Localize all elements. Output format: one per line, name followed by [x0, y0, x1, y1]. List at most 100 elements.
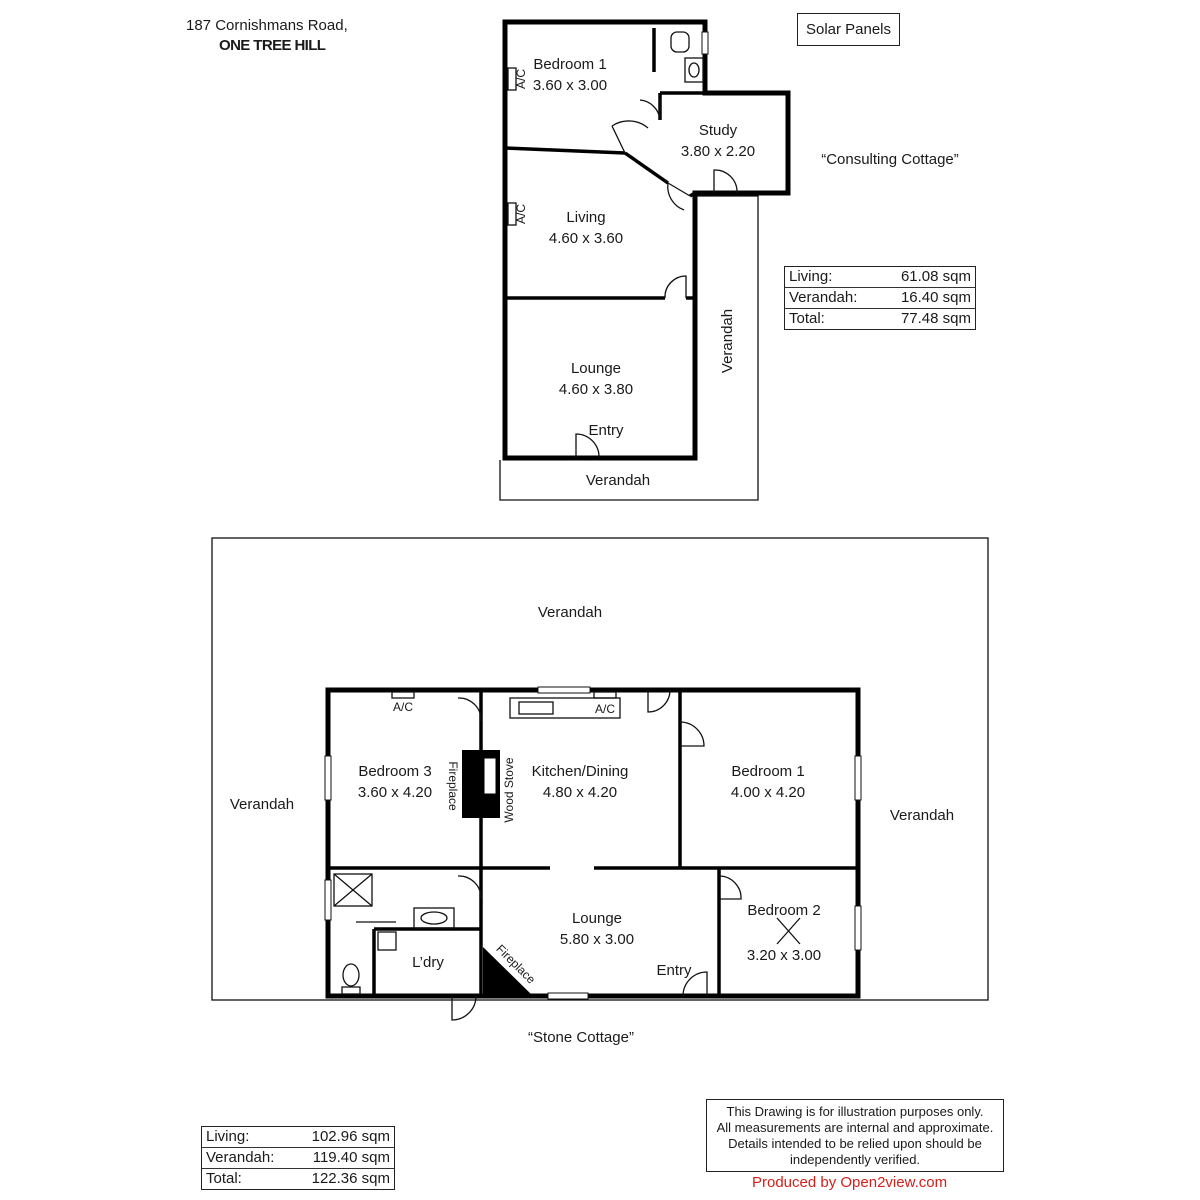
sc-verandah-right-label: Verandah: [890, 807, 954, 824]
cc-door-entry: [575, 433, 600, 459]
sc-bedroom1-size: 4.00 x 4.20: [731, 784, 805, 801]
cc-door-study-living: [667, 182, 691, 211]
sc-shower-icon: [333, 873, 373, 907]
sc-area-label: Total:: [206, 1170, 242, 1187]
sc-area-row: Verandah: 119.40 sqm: [202, 1147, 394, 1168]
sc-basin-icon: [420, 911, 448, 925]
cc-lounge-name: Lounge: [571, 360, 621, 377]
sc-door-entry: [682, 971, 708, 997]
cc-ac-label-1: A/C: [514, 69, 528, 89]
cc-area-label: Living:: [789, 268, 833, 285]
sc-entry-label: Entry: [656, 962, 692, 979]
cc-verandah-side-label: Verandah: [719, 309, 736, 373]
sc-verandah-left-label: Verandah: [230, 796, 294, 813]
sc-shower-cross: [333, 873, 373, 907]
sc-ceiling-fan-icon: [776, 917, 801, 945]
cc-area-table: Living: 61.08 sqm Verandah: 16.40 sqm To…: [784, 266, 976, 330]
sc-window-lounge: [547, 992, 589, 1000]
cc-toilet-icon: [670, 31, 690, 53]
sc-verandah-top-label: Verandah: [538, 604, 602, 621]
sc-bedroom2-size: 3.20 x 3.00: [747, 947, 821, 964]
sc-fireplace-corner: [483, 947, 533, 996]
sc-kitchen-size: 4.80 x 4.20: [543, 784, 617, 801]
stone-cottage: Verandah Verandah Verandah A/C A/C Bedro…: [211, 537, 989, 1046]
cc-area-row: Verandah: 16.40 sqm: [785, 287, 975, 308]
sc-window-bath: [324, 879, 332, 921]
sc-door-bed1: [679, 721, 705, 747]
cc-ac-unit-1: [507, 67, 517, 91]
cc-door-living-lounge: [664, 275, 687, 299]
cc-basin-icon: [684, 57, 704, 83]
cc-window-ensuite: [701, 31, 709, 55]
disclaimer-line: independently verified.: [789, 1152, 921, 1167]
cc-area-label: Verandah:: [789, 289, 858, 306]
sc-vanity-icon: [413, 907, 455, 929]
sc-verandah-outline: [211, 537, 989, 1001]
solar-panels-box: Solar Panels: [797, 13, 900, 46]
sc-window-bed1: [854, 755, 862, 801]
sc-ac-unit-2: [593, 691, 617, 699]
sc-wood-stove-icon: [483, 757, 497, 795]
sc-bedroom1-name: Bedroom 1: [731, 763, 804, 780]
sc-area-label: Verandah:: [206, 1149, 275, 1166]
cc-area-row: Total: 77.48 sqm: [785, 308, 975, 329]
sc-lounge-size: 5.80 x 3.00: [560, 931, 634, 948]
sc-laundry-name: L’dry: [412, 954, 444, 971]
cc-lounge-size: 4.60 x 3.80: [559, 381, 633, 398]
sc-wood-stove-label: Wood Stove: [502, 757, 516, 822]
sc-fireplace1-label: Fireplace: [446, 761, 460, 811]
address-suburb: ONE TREE HILL: [219, 37, 326, 54]
sc-ac-unit-1: [391, 691, 415, 699]
cc-verandah-bottom-label: Verandah: [586, 472, 650, 489]
cc-bedroom1-size: 3.60 x 3.00: [533, 77, 607, 94]
sc-window-kitchen: [537, 686, 591, 694]
sc-bedroom2-name: Bedroom 2: [747, 902, 820, 919]
cc-area-value: 16.40 sqm: [900, 289, 971, 306]
sc-door-bed3: [457, 697, 482, 722]
cc-area-label: Total:: [789, 310, 825, 327]
cc-bedroom1-name: Bedroom 1: [533, 56, 606, 73]
sc-toilet-icon: [342, 963, 360, 987]
cc-door-bed1: [611, 120, 649, 154]
sc-bedroom3-size: 3.60 x 4.20: [358, 784, 432, 801]
cc-area-value: 61.08 sqm: [900, 268, 971, 285]
sc-outer-walls: [325, 687, 861, 999]
sc-window-bed2: [854, 905, 862, 951]
cc-ac-label-2: A/C: [514, 204, 528, 224]
cc-wall-study-corner: [689, 191, 696, 198]
sc-area-label: Living:: [206, 1128, 250, 1145]
sc-door-kitchen-verandah: [647, 689, 671, 713]
sc-bedroom3-name: Bedroom 3: [358, 763, 431, 780]
cc-living-size: 4.60 x 3.60: [549, 230, 623, 247]
cc-area-value: 77.48 sqm: [900, 310, 971, 327]
sc-window-bed3: [324, 755, 332, 801]
sc-ac-label-1: A/C: [393, 700, 413, 714]
cc-study-size: 3.80 x 2.20: [681, 143, 755, 160]
sc-title: “Stone Cottage”: [528, 1029, 634, 1046]
cc-wall-study-diag: [623, 151, 670, 185]
sc-door-bath: [457, 875, 482, 900]
sc-area-value: 102.96 sqm: [311, 1128, 390, 1145]
cc-area-row: Living: 61.08 sqm: [785, 267, 975, 287]
cc-entry-label: Entry: [588, 422, 624, 439]
sc-door-bed2: [718, 875, 742, 900]
cc-title: “Consulting Cottage”: [821, 151, 959, 168]
sc-area-row: Total: 122.36 sqm: [202, 1168, 394, 1189]
produced-by-link[interactable]: Produced by Open2view.com: [752, 1174, 948, 1191]
solar-panels-label: Solar Panels: [805, 21, 892, 38]
sc-kitchen-name: Kitchen/Dining: [532, 763, 629, 780]
sc-sink-icon: [518, 701, 554, 715]
disclaimer-line: All measurements are internal and approx…: [716, 1120, 994, 1135]
sc-lounge-name: Lounge: [572, 910, 622, 927]
sc-trough-icon: [377, 931, 397, 951]
disclaimer-line: Details intended to be relied upon shoul…: [728, 1136, 982, 1151]
address-street: 187 Cornishmans Road,: [186, 17, 348, 34]
sc-cistern-icon: [341, 986, 361, 995]
cc-door-study-verandah: [713, 169, 738, 194]
sc-area-value: 122.36 sqm: [311, 1170, 390, 1187]
cc-ac-unit-2: [507, 202, 517, 226]
cc-verandah-outline: [499, 195, 759, 501]
cc-living-name: Living: [566, 209, 605, 226]
disclaimer-line: This Drawing is for illustration purpose…: [726, 1104, 984, 1119]
